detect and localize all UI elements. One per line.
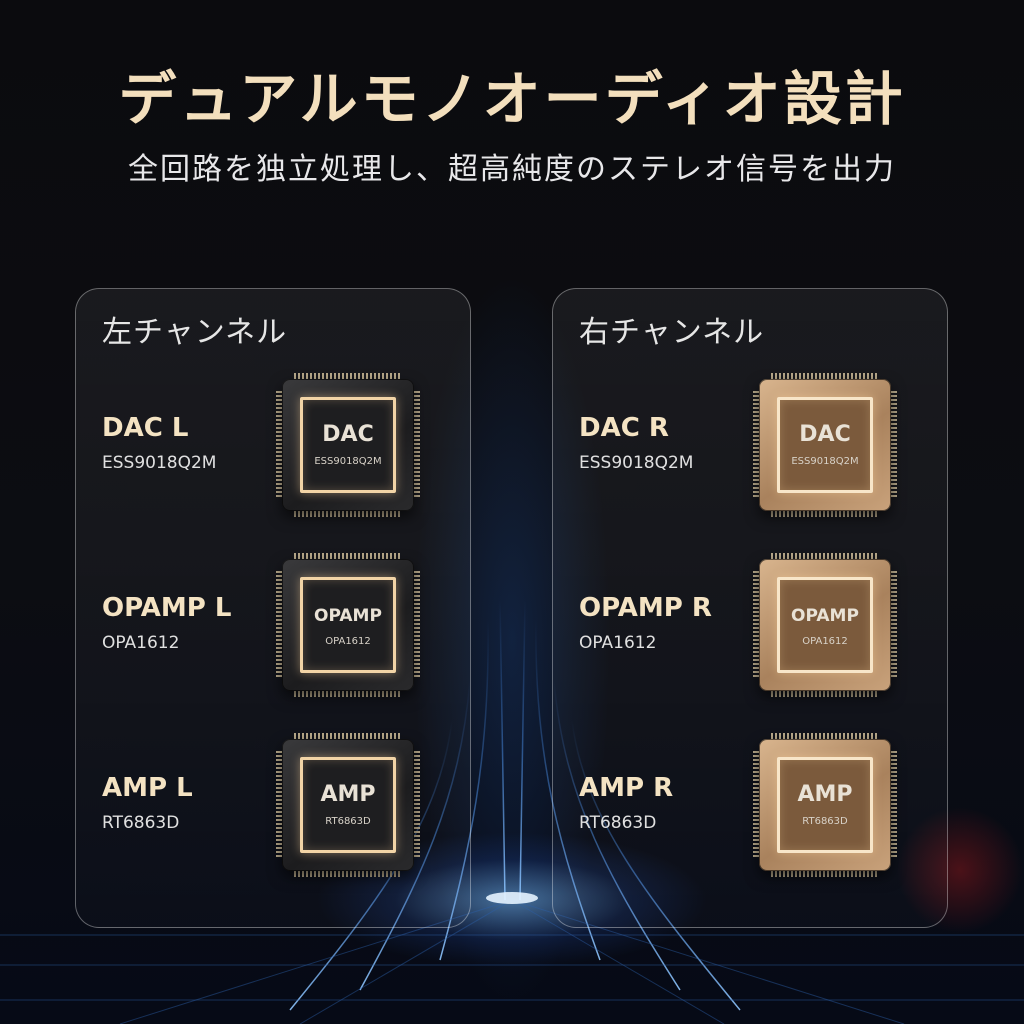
chip-pins bbox=[890, 751, 897, 859]
panel-title: 右チャンネル bbox=[579, 315, 765, 350]
chip-die: OPAMP OPA1612 bbox=[300, 577, 396, 673]
component-part-number: RT6863D bbox=[579, 813, 657, 833]
component-name: AMP R bbox=[579, 773, 674, 803]
chip-pins bbox=[413, 391, 420, 499]
component-name: DAC L bbox=[102, 413, 189, 443]
chip-pins bbox=[276, 571, 283, 679]
chip-pins bbox=[294, 733, 402, 740]
chip-part-number: ESS9018Q2M bbox=[314, 456, 382, 467]
chip-pins bbox=[276, 751, 283, 859]
component-name: OPAMP R bbox=[579, 593, 712, 623]
dac-chip-icon: DAC ESS9018Q2M bbox=[276, 373, 420, 517]
chip-pins bbox=[413, 751, 420, 859]
component-part-number: OPA1612 bbox=[579, 633, 657, 653]
chip-pins bbox=[413, 571, 420, 679]
component-row: AMP L RT6863D AMP RT6863D bbox=[76, 733, 470, 879]
amp-chip-icon: AMP RT6863D bbox=[753, 733, 897, 877]
component-part-number: ESS9018Q2M bbox=[579, 453, 694, 473]
component-row: OPAMP L OPA1612 OPAMP OPA1612 bbox=[76, 553, 470, 699]
chip-die: DAC ESS9018Q2M bbox=[300, 397, 396, 493]
chip-part-number: ESS9018Q2M bbox=[791, 456, 859, 467]
chip-pins bbox=[294, 690, 402, 697]
chip-label: OPAMP bbox=[314, 606, 382, 626]
chip-part-number: OPA1612 bbox=[325, 636, 371, 647]
page-title: デュアルモノオーディオ設計 bbox=[118, 65, 906, 133]
opamp-chip-icon: OPAMP OPA1612 bbox=[753, 553, 897, 697]
chip-die: OPAMP OPA1612 bbox=[777, 577, 873, 673]
chip-die: AMP RT6863D bbox=[777, 757, 873, 853]
chip-pins bbox=[753, 571, 760, 679]
panel-title: 左チャンネル bbox=[102, 315, 288, 350]
chip-pins bbox=[771, 870, 879, 877]
chip-label: DAC bbox=[322, 422, 374, 447]
component-row: DAC L ESS9018Q2M DAC ESS9018Q2M bbox=[76, 373, 470, 519]
chip-die: AMP RT6863D bbox=[300, 757, 396, 853]
dac-chip-icon: DAC ESS9018Q2M bbox=[753, 373, 897, 517]
chip-pins bbox=[294, 510, 402, 517]
amp-chip-icon: AMP RT6863D bbox=[276, 733, 420, 877]
chip-pins bbox=[753, 751, 760, 859]
component-name: OPAMP L bbox=[102, 593, 232, 623]
chip-part-number: RT6863D bbox=[325, 816, 371, 827]
page-subtitle: 全回路を独立処理し、超高純度のステレオ信号を出力 bbox=[128, 152, 896, 187]
component-name: DAC R bbox=[579, 413, 669, 443]
chip-pins bbox=[753, 391, 760, 499]
component-row: AMP R RT6863D AMP RT6863D bbox=[553, 733, 947, 879]
component-part-number: ESS9018Q2M bbox=[102, 453, 217, 473]
chip-pins bbox=[771, 373, 879, 380]
chip-die: DAC ESS9018Q2M bbox=[777, 397, 873, 493]
component-row: DAC R ESS9018Q2M DAC ESS9018Q2M bbox=[553, 373, 947, 519]
chip-label: AMP bbox=[797, 782, 853, 807]
chip-part-number: OPA1612 bbox=[802, 636, 848, 647]
chip-pins bbox=[294, 553, 402, 560]
chip-pins bbox=[771, 733, 879, 740]
component-name: AMP L bbox=[102, 773, 193, 803]
chip-label: OPAMP bbox=[791, 606, 859, 626]
chip-pins bbox=[890, 391, 897, 499]
chip-pins bbox=[771, 510, 879, 517]
chip-pins bbox=[294, 870, 402, 877]
opamp-chip-icon: OPAMP OPA1612 bbox=[276, 553, 420, 697]
chip-label: DAC bbox=[799, 422, 851, 447]
chip-pins bbox=[771, 690, 879, 697]
chip-pins bbox=[890, 571, 897, 679]
component-part-number: OPA1612 bbox=[102, 633, 180, 653]
component-row: OPAMP R OPA1612 OPAMP OPA1612 bbox=[553, 553, 947, 699]
component-part-number: RT6863D bbox=[102, 813, 180, 833]
chip-pins bbox=[294, 373, 402, 380]
chip-label: AMP bbox=[320, 782, 376, 807]
chip-pins bbox=[276, 391, 283, 499]
left-channel-panel: 左チャンネル DAC L ESS9018Q2M DAC ESS9018Q2M OPAMP … bbox=[75, 288, 471, 928]
chip-part-number: RT6863D bbox=[802, 816, 848, 827]
chip-pins bbox=[771, 553, 879, 560]
right-channel-panel: 右チャンネル DAC R ESS9018Q2M DAC ESS9018Q2M OPAMP … bbox=[552, 288, 948, 928]
